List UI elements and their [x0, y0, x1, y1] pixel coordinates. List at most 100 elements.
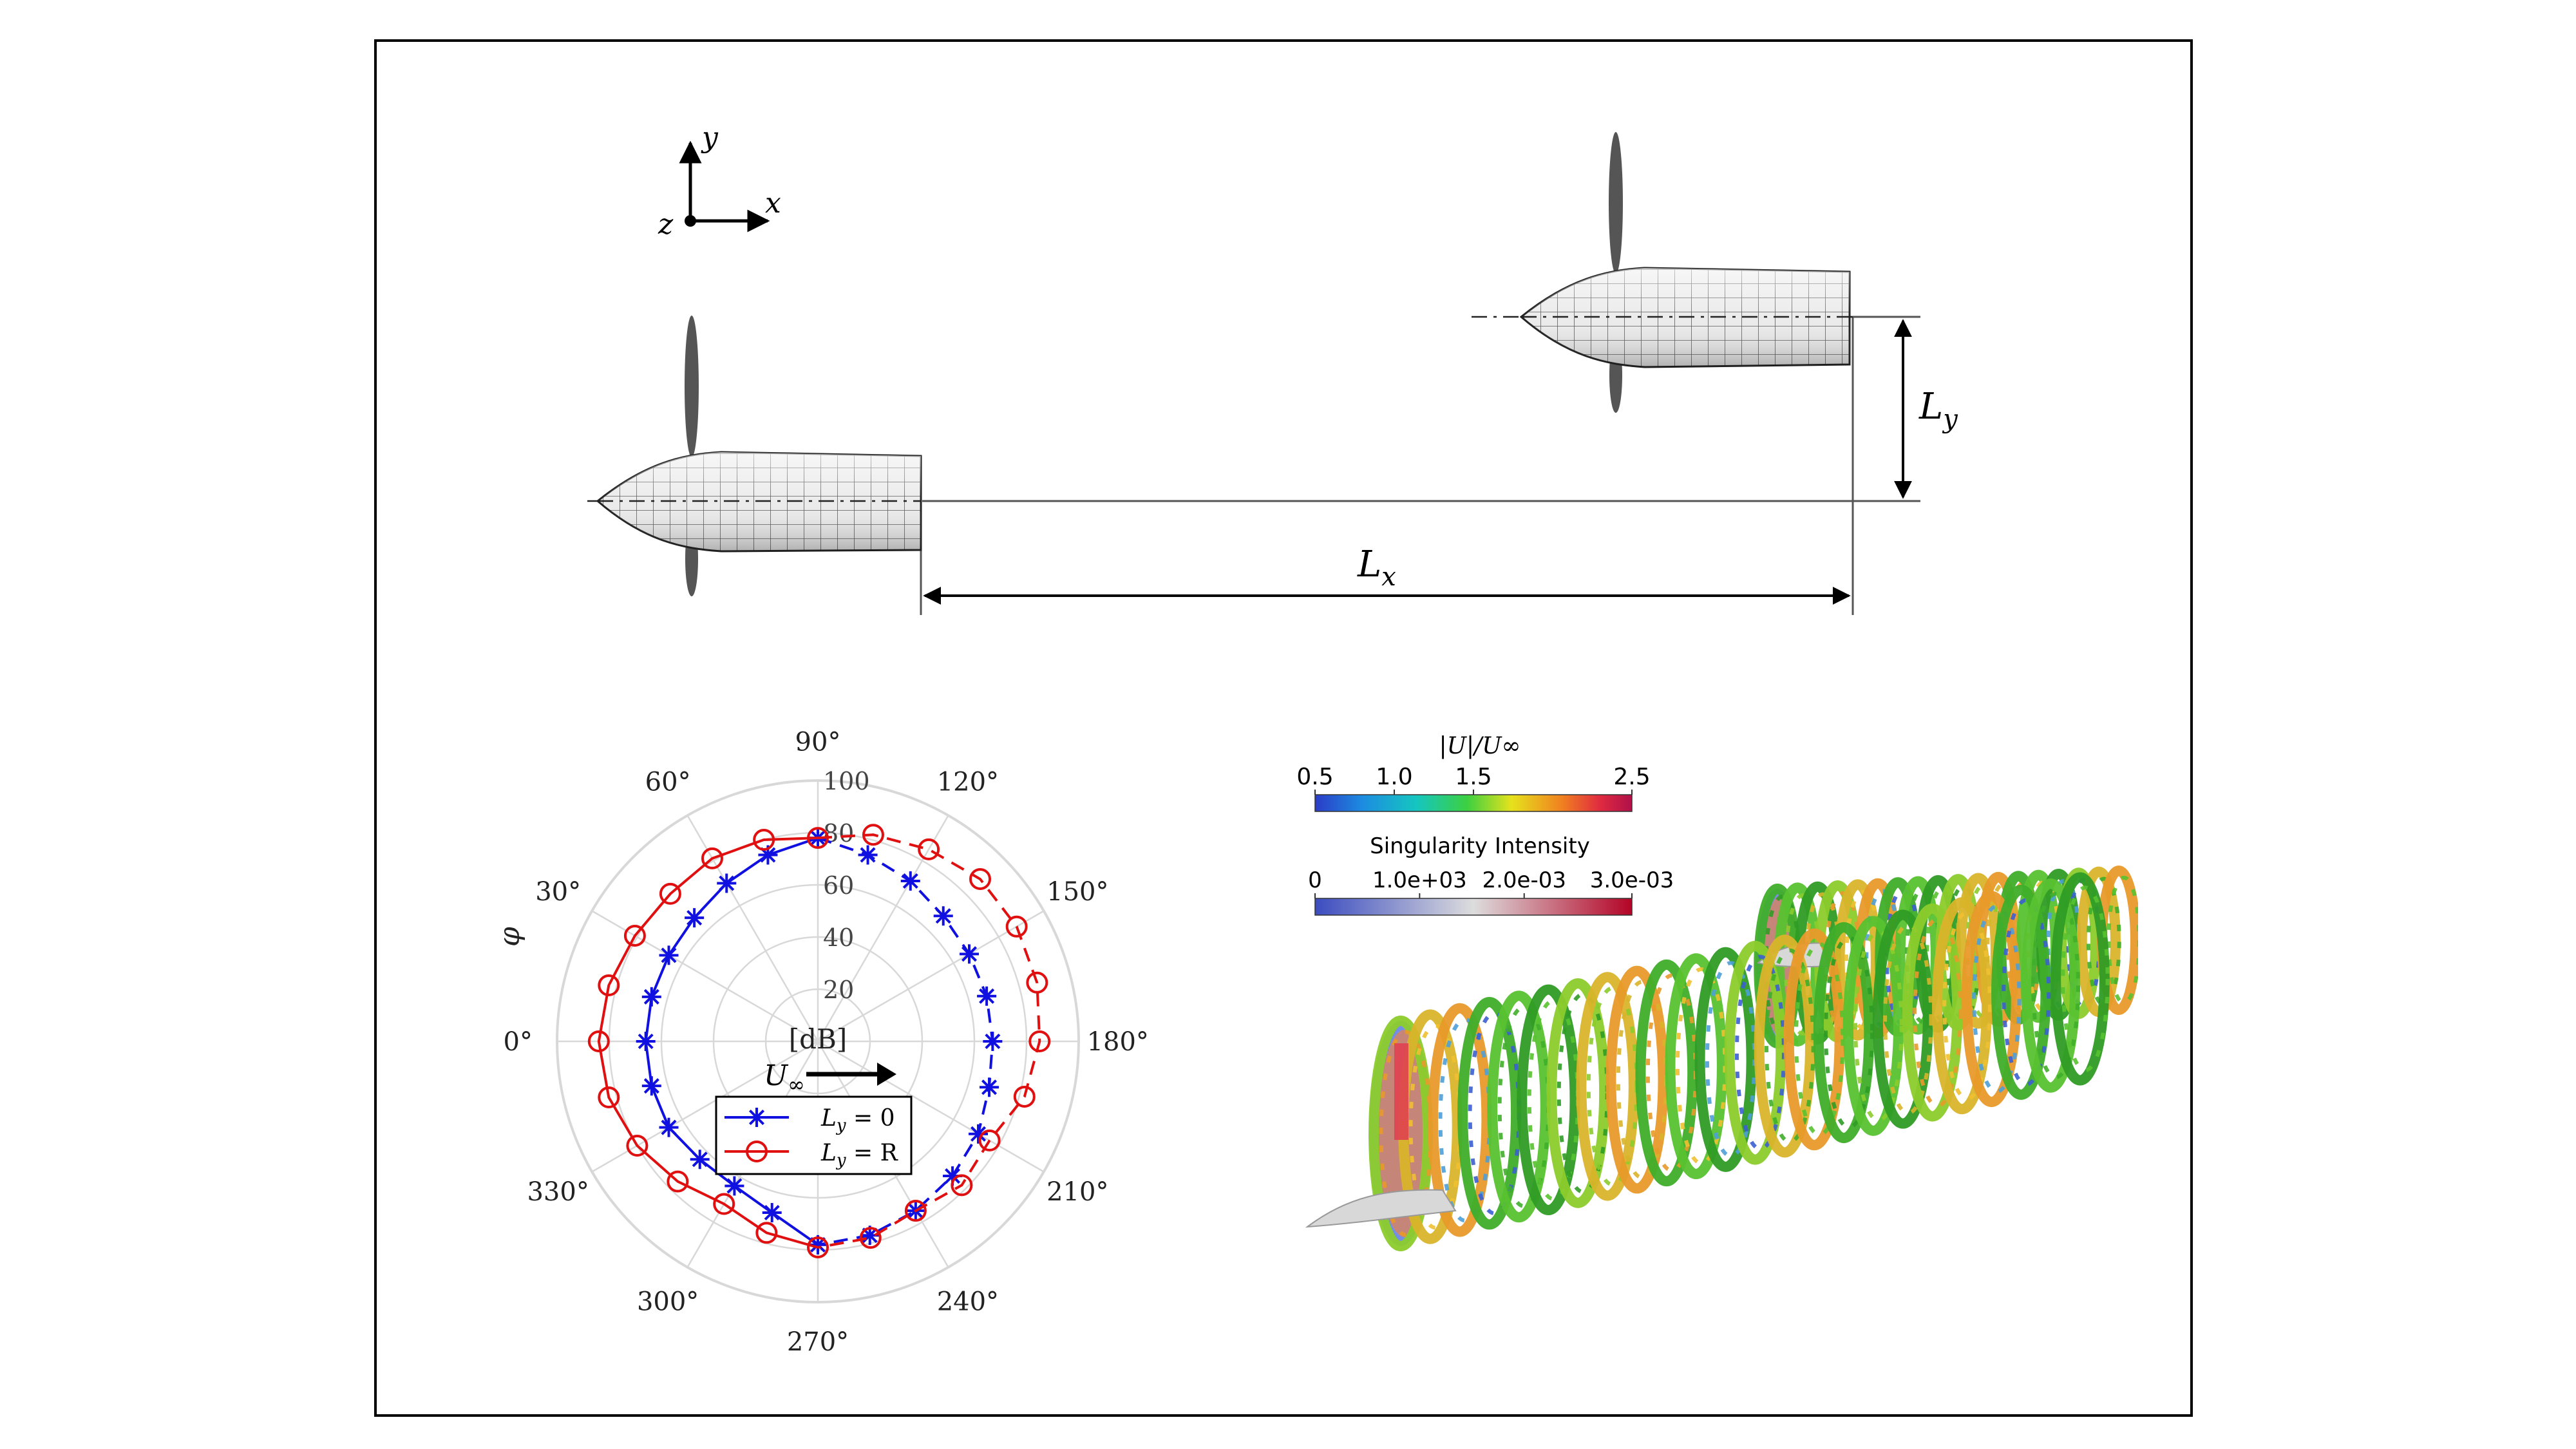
polar-point [623, 924, 646, 947]
colorbar-tick-label: 3.0e-03 [1590, 867, 1674, 893]
polar-point [1005, 915, 1028, 938]
colorbar-tick-label: 2.0e-03 [1482, 867, 1566, 893]
colorbar-tick-label: 2.5 [1613, 764, 1650, 790]
wake-vortex-visualization [1305, 866, 2138, 1251]
polar-angle-label: 330° [527, 1177, 589, 1207]
polar-grid-spoke [591, 910, 819, 1043]
wake-lower-propeller [1305, 872, 2110, 1251]
colorbar-velocity: |U|/U∞ 0.5 1.0 1.5 2.5 [1296, 733, 1651, 812]
polar-point [1026, 971, 1048, 994]
colorbar-velocity-title: |U|/U∞ [1439, 733, 1520, 759]
polar-point [641, 987, 661, 1007]
polar-point [690, 1150, 710, 1170]
polar-unit-label: [dB] [789, 1023, 848, 1055]
axis-label-y: y [701, 121, 719, 154]
polar-axis-symbol: φ [493, 927, 526, 947]
polar-point [587, 1030, 610, 1052]
polar-angle-label: 60° [645, 768, 691, 797]
flow-label: U∞ [764, 1059, 805, 1097]
polar-point [753, 829, 775, 851]
polar-point [598, 974, 620, 996]
polar-point [717, 873, 737, 893]
polar-grid-spoke [817, 910, 1045, 1043]
polar-angle-label: 30° [535, 877, 581, 907]
polar-angle-label: 120° [937, 768, 999, 797]
axis-label-z: z [658, 208, 674, 241]
schematic: y x z Lx Ly [587, 121, 1958, 615]
colorbar-singularity-ticks: 0 1.0e+03 2.0e-03 3.0e-03 [1308, 867, 1674, 898]
polar-series-line-1-dashed [817, 833, 1041, 1249]
polar-radial-tick-label: 60 [823, 871, 854, 900]
polar-point [933, 906, 953, 926]
polar-grid-spoke [817, 1040, 1045, 1173]
legend-item-ly-0: Ly = 0 [724, 1105, 895, 1135]
polar-angle-label: 300° [637, 1287, 699, 1316]
polar-point [858, 845, 878, 865]
polar-point [762, 1203, 782, 1223]
polar-point [755, 1222, 778, 1244]
polar-point [685, 908, 705, 928]
polar-point [807, 827, 829, 849]
polar-series [587, 824, 1051, 1258]
colorbar-tick-label: 0.5 [1296, 764, 1333, 790]
polar-point [862, 824, 884, 846]
polar-radial-tick-label: 40 [823, 923, 854, 952]
polar-point [983, 1032, 1003, 1051]
legend-label-ly-r: Ly = R [820, 1140, 898, 1170]
polar-point [713, 1193, 735, 1215]
polar-grid-spoke [687, 815, 819, 1042]
polar-series-line-1-solid [597, 837, 819, 1249]
polar-grid [556, 779, 1080, 1303]
polar-point [904, 1200, 927, 1222]
polar-point [1013, 1085, 1036, 1108]
polar-angle-labels: 90° 120° 150° 180° 210° 240° 270° 300° 330° 0° 30°… [504, 727, 1149, 1357]
polar-point [969, 867, 992, 890]
polar-point [969, 1124, 989, 1144]
colorbar-singularity: Singularity Intensity 0 1.0e+03 2.0e-03 3.0… [1308, 833, 1674, 916]
colorbar-tick-label: 0 [1308, 867, 1322, 893]
polar-point [626, 1135, 649, 1157]
polar-angle-label: 270° [787, 1327, 849, 1357]
figure-frame [374, 39, 2193, 1417]
polar-angle-label: 180° [1087, 1027, 1149, 1057]
polar-angle-label: 240° [937, 1287, 999, 1316]
polar-point [959, 944, 979, 964]
legend-item-ly-r: Ly = R [724, 1140, 898, 1170]
polar-point [598, 1086, 620, 1109]
legend-label-ly-0: Ly = 0 [820, 1105, 895, 1135]
colorbar-tick-label: 1.0 [1376, 764, 1412, 790]
polar-point [977, 986, 997, 1006]
polar-point [900, 871, 920, 891]
colorbar-singularity-title: Singularity Intensity [1370, 833, 1590, 859]
legend-star-marker [747, 1108, 766, 1127]
polar-grid-spoke [817, 815, 949, 1042]
colorbar-tick-label: 1.5 [1455, 764, 1492, 790]
polar-legend: Ly = 0 Ly = R [715, 1095, 913, 1175]
colorbar-tick-label: 1.0e+03 [1372, 867, 1467, 893]
polar-point [659, 882, 681, 905]
colorbar-velocity-ticks: 0.5 1.0 1.5 2.5 [1296, 764, 1651, 795]
coordinate-axes: y x z [658, 121, 781, 241]
polar-point [918, 838, 940, 860]
polar-point [1028, 1030, 1051, 1052]
polar-angle-label: 90° [795, 727, 841, 757]
polar-angle-label: 210° [1046, 1177, 1108, 1207]
polar-point [859, 1227, 882, 1249]
polar-radial-tick-label: 20 [823, 976, 854, 1004]
dimension-lx-label: Lx [1357, 544, 1396, 592]
flow-direction-arrow: U∞ [764, 1059, 896, 1097]
polar-radial-tick-label: 100 [823, 767, 870, 795]
polar-point [636, 1032, 656, 1051]
axis-label-x: x [765, 187, 781, 220]
propeller-nacelle-2 [1472, 132, 1853, 413]
polar-angle-label: 150° [1046, 877, 1108, 907]
polar-angle-label: 0° [504, 1027, 533, 1057]
polar-point [978, 1129, 1001, 1151]
polar-point [659, 945, 679, 965]
polar-point [980, 1077, 999, 1097]
polar-point [701, 847, 723, 869]
polar-point [807, 1236, 829, 1258]
